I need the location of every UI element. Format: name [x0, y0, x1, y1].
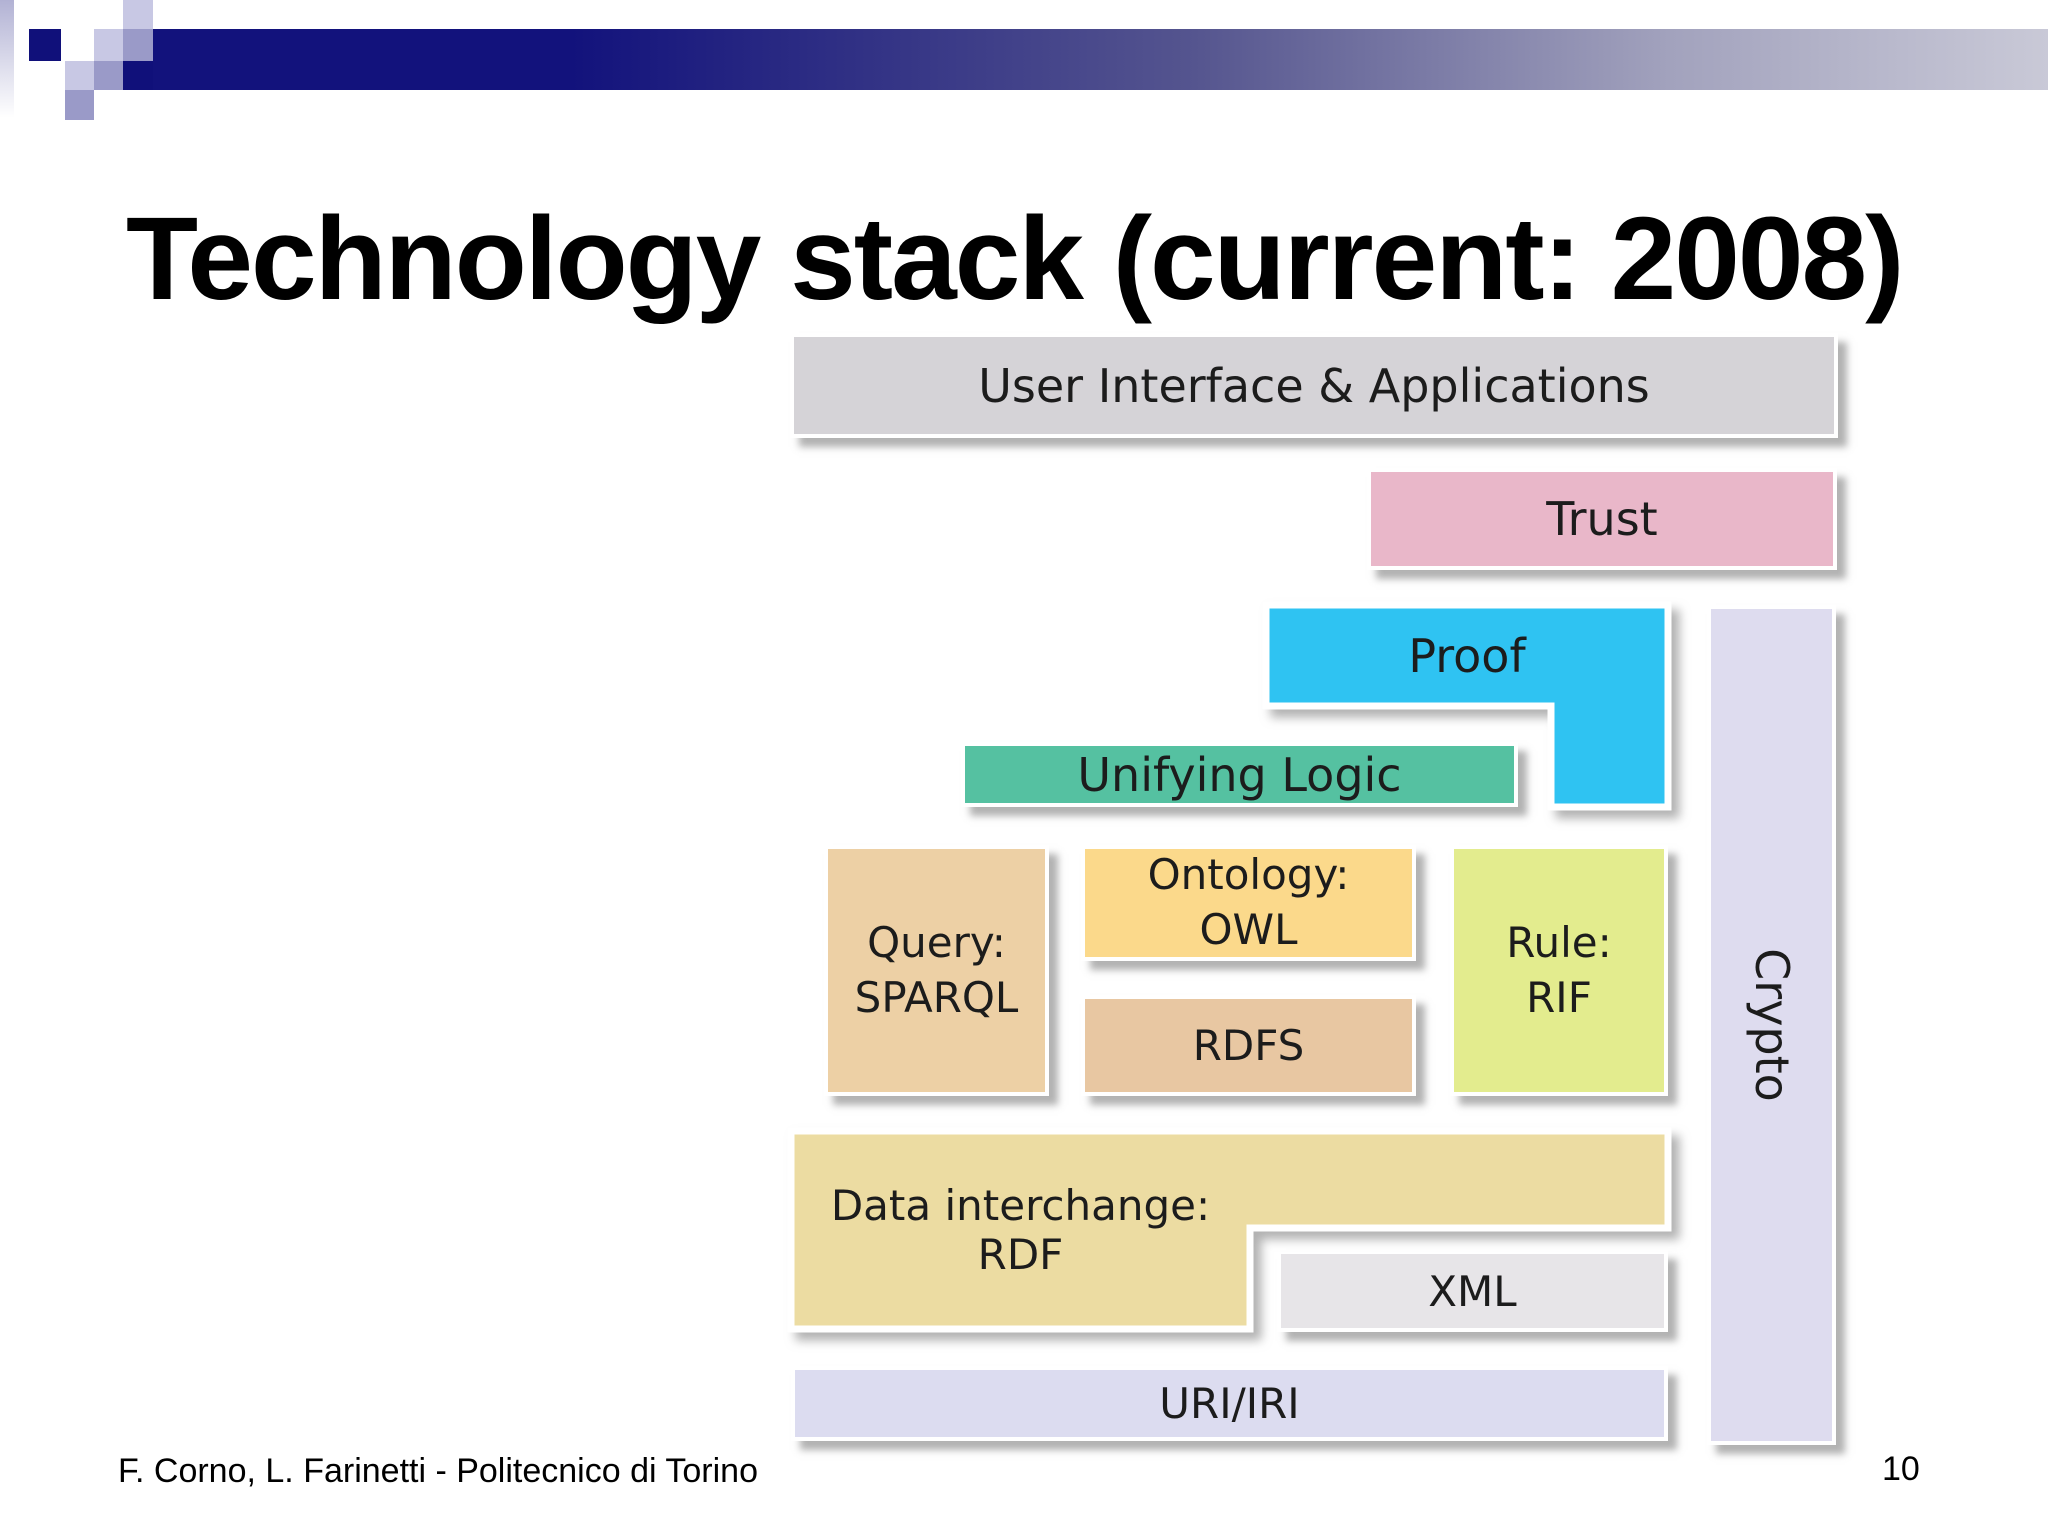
- page-number: 10: [1882, 1450, 1920, 1488]
- decor-square: [123, 61, 153, 90]
- block-data-interchange-shape: [787, 1127, 1672, 1333]
- block-label: XML: [1428, 1266, 1517, 1316]
- block-label: User Interface & Applications: [978, 358, 1650, 413]
- block-label: Rule: RIF: [1506, 917, 1612, 1022]
- data-interchange-polygon: [787, 1127, 1672, 1333]
- block-ontology-owl: Ontology: OWL: [1081, 845, 1416, 961]
- footer-authors: F. Corno, L. Farinetti - Politecnico di …: [118, 1452, 758, 1490]
- block-label: Crypto: [1744, 948, 1799, 1102]
- block-proof-shape: [1262, 601, 1672, 811]
- block-unifying-logic: Unifying Logic: [961, 742, 1518, 807]
- header-left-strip: [0, 0, 14, 118]
- block-label: Trust: [1546, 492, 1658, 546]
- block-label: URI/IRI: [1159, 1379, 1300, 1428]
- block-query-sparql: Query: SPARQL: [824, 845, 1049, 1096]
- decor-square: [65, 90, 94, 120]
- decor-square: [29, 29, 61, 61]
- block-label: Data interchange: RDF: [830, 1181, 1211, 1279]
- decor-square: [94, 61, 123, 90]
- block-label: Proof: [1408, 628, 1526, 683]
- decor-square: [65, 61, 94, 90]
- decor-square: [94, 29, 123, 61]
- block-xml: XML: [1277, 1250, 1668, 1332]
- header-gradient-bar: [153, 29, 2048, 90]
- block-rdfs: RDFS: [1081, 995, 1416, 1096]
- block-crypto: Crypto: [1707, 605, 1836, 1445]
- block-proof: Proof: [1266, 605, 1668, 706]
- block-label: Ontology: OWL: [1147, 850, 1350, 954]
- block-data-interchange-rdf: Data interchange: RDF: [791, 1131, 1250, 1329]
- page-title: Technology stack (current: 2008): [126, 193, 1904, 326]
- block-label: Unifying Logic: [1077, 747, 1402, 802]
- decor-square: [123, 0, 153, 29]
- decor-square: [123, 29, 153, 61]
- block-rule-rif: Rule: RIF: [1450, 845, 1668, 1096]
- proof-polygon: [1262, 601, 1672, 811]
- block-uri-iri: URI/IRI: [791, 1366, 1668, 1441]
- block-label: RDFS: [1192, 1021, 1305, 1070]
- block-user-interface-applications: User Interface & Applications: [790, 333, 1838, 438]
- block-trust: Trust: [1367, 468, 1837, 570]
- block-label: Query: SPARQL: [854, 917, 1019, 1022]
